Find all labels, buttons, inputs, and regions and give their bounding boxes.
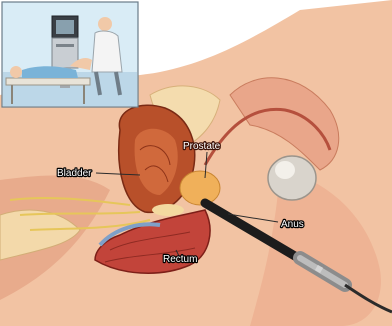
testicle [268,156,316,200]
bladder-label: Bladder [57,168,92,179]
prostate-label: Prostate [183,141,221,152]
seminal-vesicle [152,204,184,216]
ultrasound-exam-scene-icon [2,2,138,107]
exam-bed [6,78,90,85]
anus-label: Anus [281,219,304,230]
rectum-label: Rectum [163,254,197,265]
testicle-highlight [275,161,295,179]
doctor-head [98,17,112,31]
prostate-gland [180,171,220,205]
patient-head [10,66,22,78]
